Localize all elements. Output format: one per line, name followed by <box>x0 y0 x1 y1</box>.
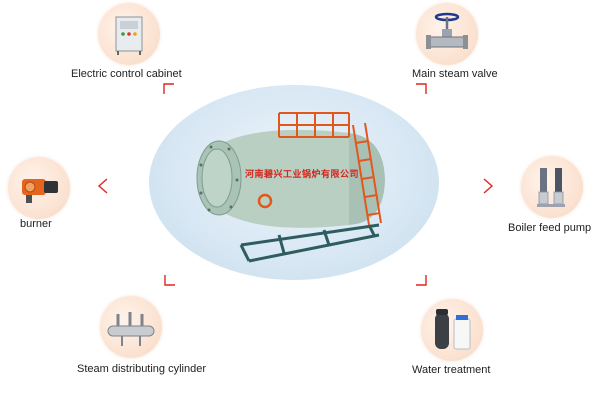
chevron-arrow-icon <box>416 275 427 286</box>
pump-icon <box>521 156 583 218</box>
label-water-treatment: Water treatment <box>412 364 491 376</box>
label-main-steam-valve: Main steam valve <box>412 68 498 80</box>
label-burner: burner <box>20 218 52 230</box>
chevron-left-icon <box>97 178 108 194</box>
label-steam-distributing-cylinder: Steam distributing cylinder <box>77 363 207 375</box>
label-electric-control-cabinet: Electric control cabinet <box>71 68 182 80</box>
boiler-illustration <box>196 112 385 263</box>
chevron-arrow-icon <box>163 83 174 94</box>
boiler-ellipse: 河南碧兴工业锅炉有限公司 <box>149 85 439 280</box>
water-treatment-icon <box>421 299 483 361</box>
label-boiler-feed-pump: Boiler feed pump <box>508 222 592 234</box>
valve-icon <box>416 3 478 65</box>
chevron-arrow-icon <box>164 275 175 286</box>
chevron-right-icon <box>483 178 494 194</box>
cabinet-icon <box>98 3 160 65</box>
boiler-label: 河南碧兴工业锅炉有限公司 <box>245 169 360 179</box>
chevron-arrow-icon <box>416 83 427 94</box>
cylinder-icon <box>100 296 162 358</box>
burner-icon <box>8 157 70 219</box>
